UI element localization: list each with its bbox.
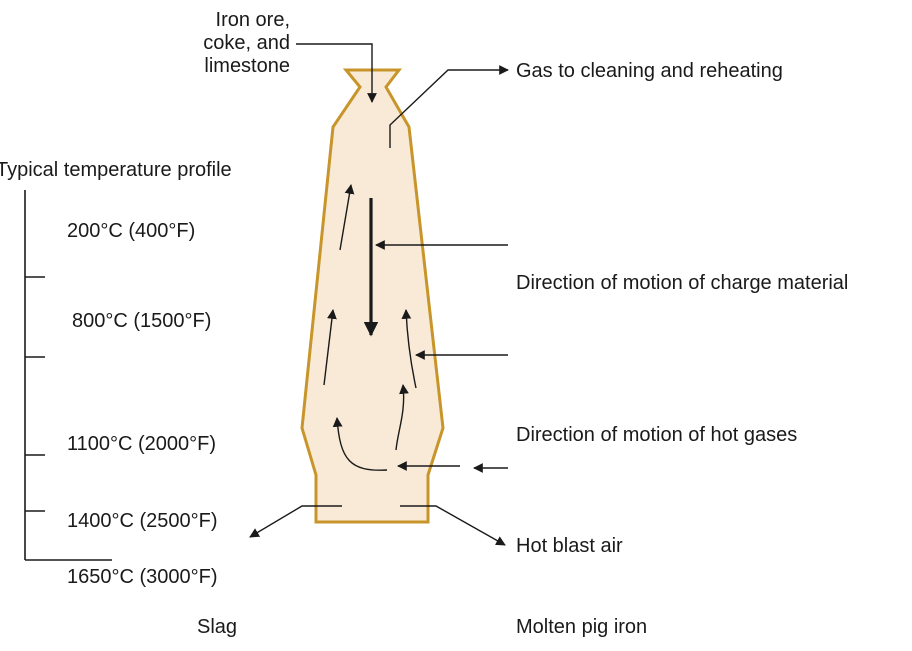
charge-input-line: coke, and [203, 32, 290, 54]
charge-input-line: Iron ore, [215, 9, 290, 31]
temperature-profile-title: Typical temperature profile [0, 159, 232, 181]
gas-outlet-label: Gas to cleaning and reheating [516, 60, 783, 82]
temperature-label: 800°C (1500°F) [72, 310, 212, 332]
hot-blast-label: Hot blast air [516, 535, 623, 557]
gas-outlet-arrow [389, 65, 509, 148]
temperature-label: 200°C (400°F) [67, 220, 196, 242]
temperature-axis [24, 190, 112, 561]
gas-motion-label: Direction of motion of hot gases [516, 424, 798, 446]
charge-input-arrow [296, 43, 377, 103]
gas-flow-arrow [395, 384, 409, 451]
temperature-label: 1100°C (2000°F) [67, 433, 217, 455]
slag-tap-arrow [249, 505, 342, 538]
charge-motion-label: Direction of motion of charge material [516, 272, 849, 294]
pig-iron-tap-arrow [400, 505, 506, 546]
gas-flow-arrow [332, 417, 388, 471]
slag-label: Slag [197, 616, 238, 638]
gas-flow-arrow [323, 309, 337, 386]
charge-input-line: limestone [204, 55, 290, 77]
gas-flow-arrow [339, 184, 355, 251]
charge-input-label: Iron ore, coke, and limestone [160, 9, 290, 78]
temperature-label: 1650°C (3000°F) [67, 566, 218, 588]
pig-iron-label: Molten pig iron [516, 616, 648, 638]
gas-flow-arrow [401, 309, 417, 389]
temperature-label: 1400°C (2500°F) [67, 510, 218, 532]
